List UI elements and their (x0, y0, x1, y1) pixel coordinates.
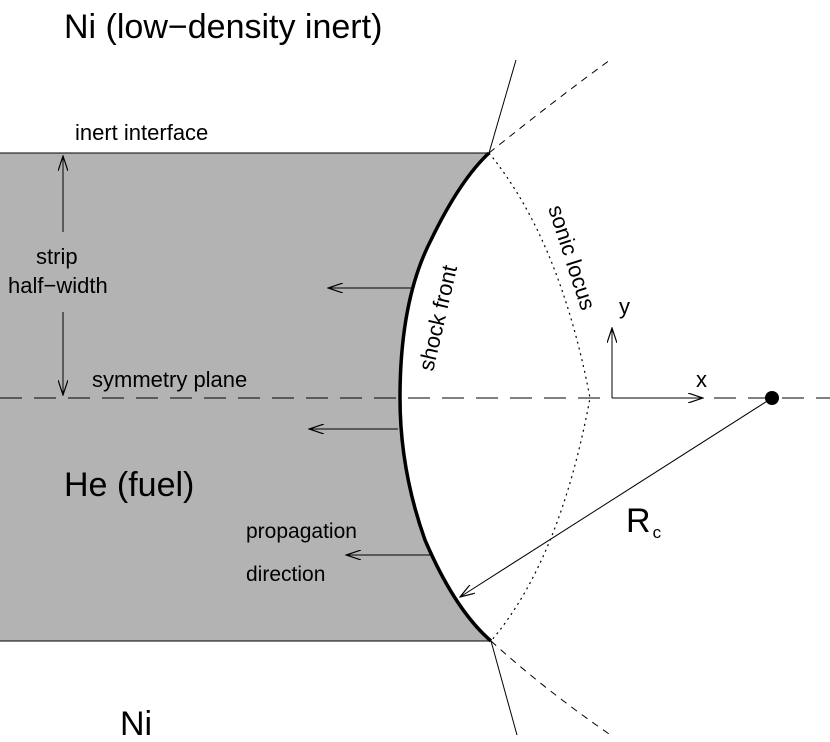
inert-shock-dashed-top (488, 59, 611, 154)
he-fuel-label: He (fuel) (64, 466, 194, 504)
ni-top-label: Ni (low−density inert) (64, 8, 382, 46)
radius-arrow (460, 397, 773, 597)
x-axis-label: x (696, 367, 707, 392)
tangent-line-bottom (490, 640, 518, 736)
direction-label: direction (246, 563, 325, 586)
inert-shock-dashed-bottom (490, 640, 613, 737)
shock-front-label: shock front (414, 263, 463, 373)
sonic-locus-label: sonic locus (543, 202, 600, 313)
ni-bottom-label: Ni (120, 705, 152, 742)
symmetry-plane-label: symmetry plane (92, 367, 247, 392)
radius-subscript-text: c (653, 523, 662, 542)
tangent-line-top (488, 59, 517, 154)
radius-main-text: R (626, 502, 651, 540)
y-axis-label: y (619, 294, 630, 319)
shock-front-curve (398, 151, 493, 643)
strip-label: strip (36, 244, 78, 269)
fuel-strip-region (0, 153, 491, 641)
half-width-label: half−width (8, 273, 108, 298)
propagation-label: propagation (246, 520, 357, 543)
inert-interface-label: inert interface (75, 120, 208, 145)
